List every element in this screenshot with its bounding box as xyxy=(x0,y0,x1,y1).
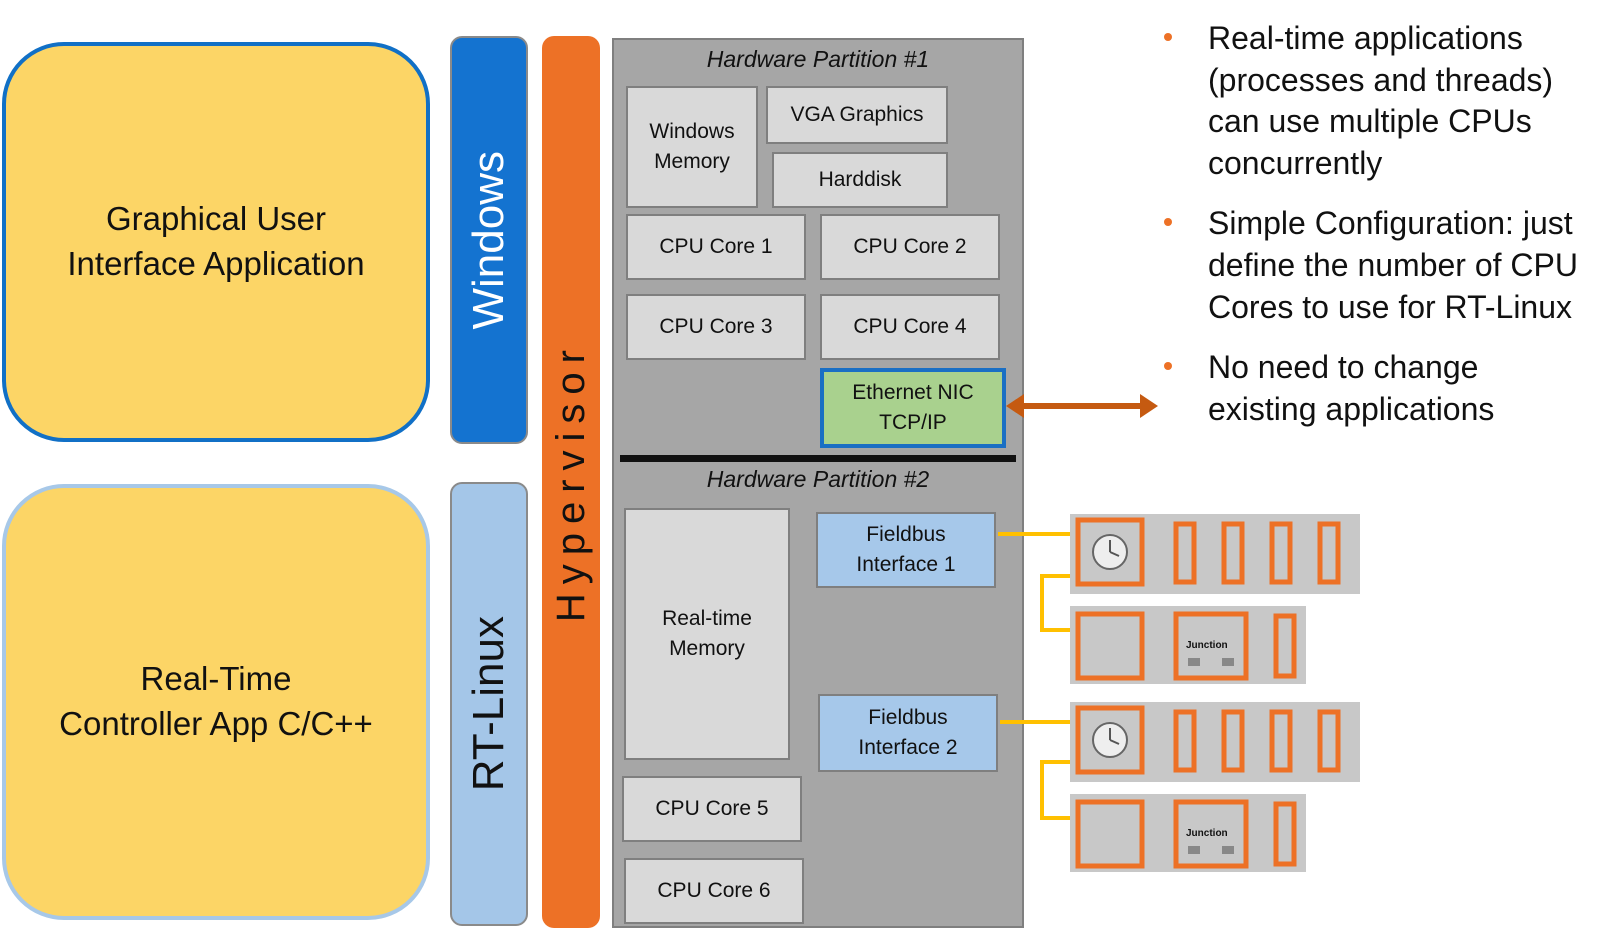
bullet-dot-icon xyxy=(1164,33,1172,41)
harddisk-label: Harddisk xyxy=(818,167,902,191)
fieldbus-interface-2-box: Fieldbus Interface 2 xyxy=(818,694,998,772)
bullet-list: Real-time applications (processes and th… xyxy=(1164,18,1594,449)
junction-label-1: Junction xyxy=(1186,640,1228,651)
partition-divider xyxy=(620,455,1016,462)
io-module-row-4 xyxy=(1070,794,1306,872)
cpu-core-4-label: CPU Core 4 xyxy=(853,314,967,338)
fieldbus-1-connection xyxy=(998,532,1080,632)
fieldbus-2-connection xyxy=(1000,720,1080,820)
cpu-core-4-box: CPU Core 4 xyxy=(820,294,1000,360)
cpu-core-1-box: CPU Core 1 xyxy=(626,214,806,280)
cpu-core-6-box: CPU Core 6 xyxy=(624,858,804,924)
partition1-title: Hardware Partition #1 xyxy=(706,46,930,72)
windows-memory-box: Windows Memory xyxy=(626,86,758,208)
bullet-dot-icon xyxy=(1164,362,1172,371)
harddisk-box: Harddisk xyxy=(772,152,948,208)
cpu-core-2-label: CPU Core 2 xyxy=(853,234,967,258)
gui-app-line1: Graphical User xyxy=(105,200,327,238)
rt-memory-line1: Real-time xyxy=(662,606,752,630)
hypervisor-bar: Hypervisor xyxy=(542,36,600,928)
junction-module-2 xyxy=(1173,799,1249,869)
realtime-application-box: Real-Time Controller App C/C++ xyxy=(2,484,430,920)
fieldbus-interface-1-box: Fieldbus Interface 1 xyxy=(816,512,996,588)
bullet-item-1: Real-time applications (processes and th… xyxy=(1164,18,1594,184)
cpu-core-5-box: CPU Core 5 xyxy=(622,776,802,842)
rtlinux-os-bar: RT-Linux xyxy=(450,482,528,926)
bullet-text-1: Real-time applications (processes and th… xyxy=(1208,20,1554,181)
rt-app-line2: Controller App C/C++ xyxy=(59,705,373,742)
bullet-text-2: Simple Configuration: just define the nu… xyxy=(1208,205,1578,325)
windows-os-bar: Windows xyxy=(450,36,528,444)
nic-line1: Ethernet NIC xyxy=(852,380,974,404)
fieldbus1-line2: Interface 1 xyxy=(856,553,956,576)
rt-app-line1: Real-Time xyxy=(140,660,292,698)
cpu-core-5-label: CPU Core 5 xyxy=(655,796,769,820)
cpu-core-3-label: CPU Core 3 xyxy=(659,314,773,338)
gui-application-box: Graphical User Interface Application xyxy=(2,42,430,442)
gui-app-line2: Interface Application xyxy=(67,245,365,282)
windows-memory-line1: Windows xyxy=(649,119,735,143)
junction-module-1 xyxy=(1173,611,1249,681)
cpu-core-1-label: CPU Core 1 xyxy=(659,234,773,258)
rt-memory-line2: Memory xyxy=(669,637,745,660)
bullet-item-3: No need to change existing applications xyxy=(1164,347,1594,430)
junction-label-2: Junction xyxy=(1186,828,1228,839)
io-module-row-1 xyxy=(1070,514,1360,594)
fieldbus1-line1: Fieldbus xyxy=(866,522,946,546)
partition2-title: Hardware Partition #2 xyxy=(706,466,930,492)
nic-line2: TCP/IP xyxy=(879,411,947,434)
vga-graphics-label: VGA Graphics xyxy=(790,102,924,126)
bullet-item-2: Simple Configuration: just define the nu… xyxy=(1164,203,1594,328)
bullet-dot-icon xyxy=(1164,218,1172,227)
fieldbus2-line2: Interface 2 xyxy=(858,736,958,759)
fieldbus2-line1: Fieldbus xyxy=(868,705,948,729)
ethernet-nic-box: Ethernet NIC TCP/IP xyxy=(820,368,1006,448)
vga-graphics-box: VGA Graphics xyxy=(766,86,948,144)
windows-memory-line2: Memory xyxy=(654,150,730,173)
cpu-core-6-label: CPU Core 6 xyxy=(657,878,771,902)
bullet-text-3: No need to change existing applications xyxy=(1208,349,1495,427)
io-module-row-3 xyxy=(1070,702,1360,782)
io-module-row-2 xyxy=(1070,606,1306,684)
realtime-memory-box: Real-time Memory xyxy=(624,508,790,760)
double-arrow-icon xyxy=(1006,394,1158,418)
cpu-core-3-box: CPU Core 3 xyxy=(626,294,806,360)
cpu-core-2-box: CPU Core 2 xyxy=(820,214,1000,280)
